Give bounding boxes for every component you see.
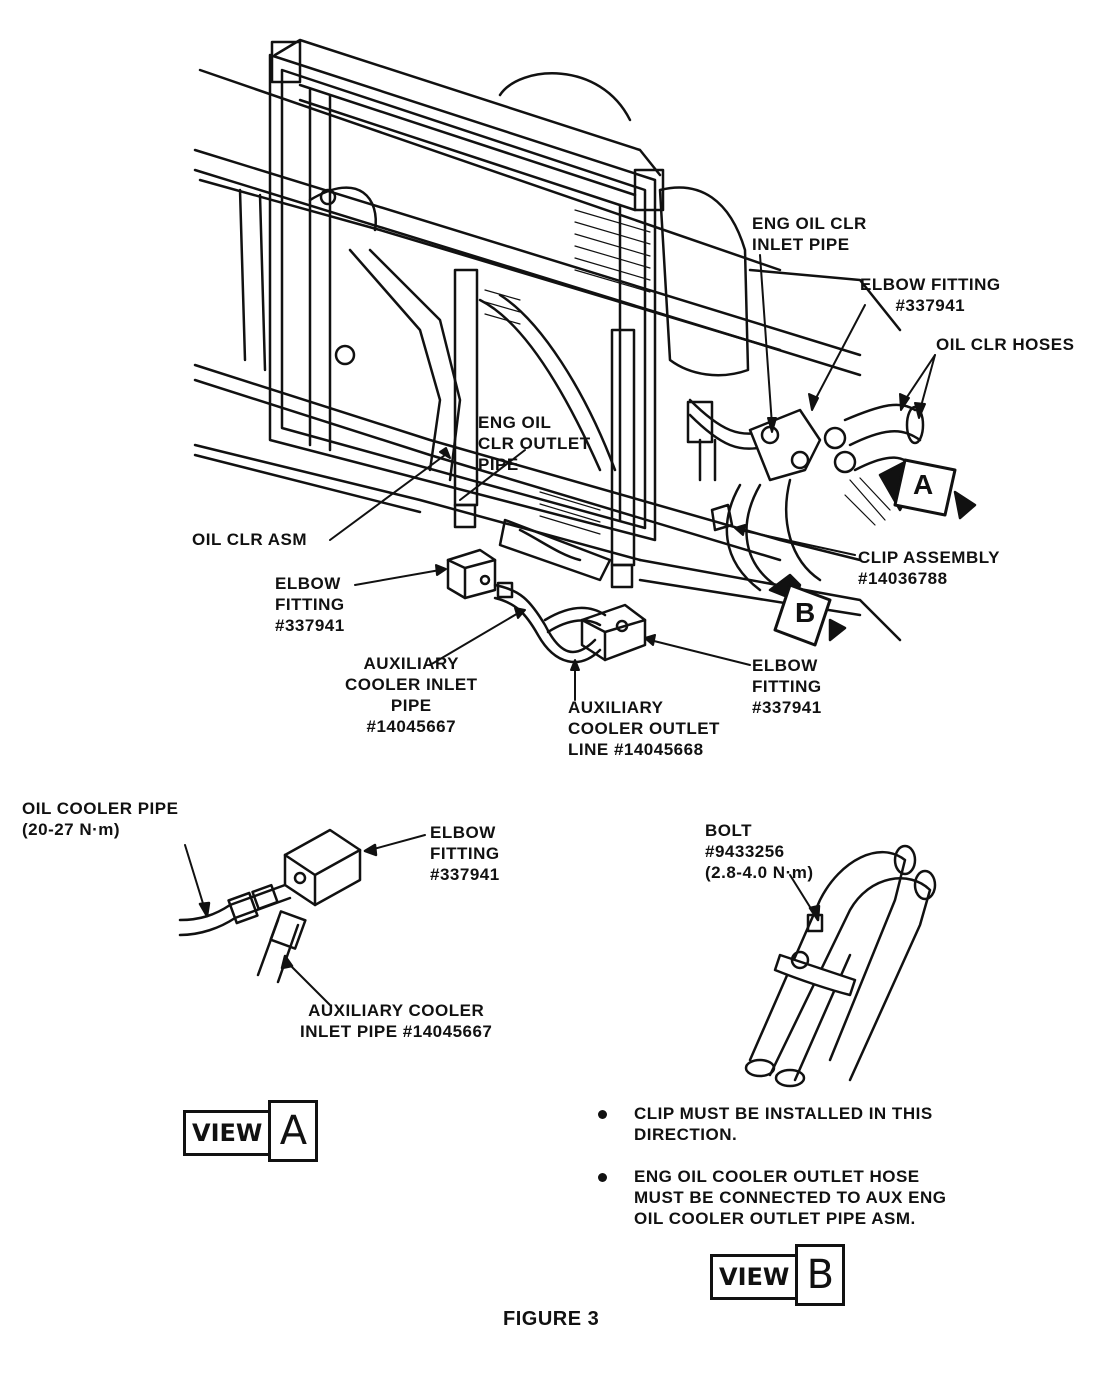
view-b-detail <box>744 844 937 1088</box>
oil-cooler-assembly <box>453 268 636 589</box>
callout-arrow-a <box>878 458 977 520</box>
note-bullet <box>598 1173 607 1182</box>
view-a-detail <box>178 828 426 1006</box>
note-outlet-hose: ENG OIL COOLER OUTLET HOSE MUST BE CONNE… <box>634 1167 947 1228</box>
callout-letter-b: B <box>795 597 816 628</box>
label-bolt: BOLT #9433256 (2.8-4.0 N·m) <box>705 821 814 882</box>
label-elbow-fitting-top-right: ELBOW FITTING #337941 <box>860 275 1001 315</box>
view-a-word: VIEW <box>183 1110 269 1156</box>
view-b-letter: B <box>795 1244 846 1306</box>
leader-lines <box>329 254 936 701</box>
label-oil-clr-asm: OIL CLR ASM <box>192 530 308 549</box>
note-bullet <box>598 1110 607 1119</box>
label-aux-cooler-inlet-pipe-view-a: AUXILIARY COOLER INLET PIPE #14045667 <box>300 1001 493 1041</box>
label-elbow-fitting-view-a: ELBOW FITTING #337941 <box>430 823 500 884</box>
callout-arrow-b <box>768 573 847 647</box>
label-oil-cooler-pipe: OIL COOLER PIPE (20-27 N·m) <box>22 799 179 839</box>
label-elbow-fitting-left: ELBOW FITTING #337941 <box>275 574 345 635</box>
callout-letter-a: A <box>913 469 934 500</box>
label-aux-cooler-inlet-pipe: AUXILIARY COOLER INLET PIPE #14045667 <box>345 654 478 736</box>
label-oil-clr-hoses: OIL CLR HOSES <box>936 335 1075 354</box>
label-aux-cooler-outlet-line: AUXILIARY COOLER OUTLET LINE #14045668 <box>568 698 720 759</box>
view-a-marker: VIEW A <box>183 1100 319 1162</box>
label-eng-oil-clr-outlet-pipe: ENG OIL CLR OUTLET PIPE <box>478 413 591 474</box>
view-b-marker: VIEW B <box>710 1244 846 1306</box>
aux-lines <box>446 548 647 664</box>
view-a-letter: A <box>268 1100 319 1162</box>
note-clip-direction: CLIP MUST BE INSTALLED IN THIS DIRECTION… <box>634 1104 933 1144</box>
label-elbow-fitting-right: ELBOW FITTING #337941 <box>752 656 822 717</box>
label-clip-assembly: CLIP ASSEMBLY #14036788 <box>858 548 1000 588</box>
label-eng-oil-clr-inlet-pipe: ENG OIL CLR INLET PIPE <box>752 214 867 254</box>
figure-caption: FIGURE 3 <box>503 1308 600 1330</box>
view-b-word: VIEW <box>710 1254 796 1300</box>
